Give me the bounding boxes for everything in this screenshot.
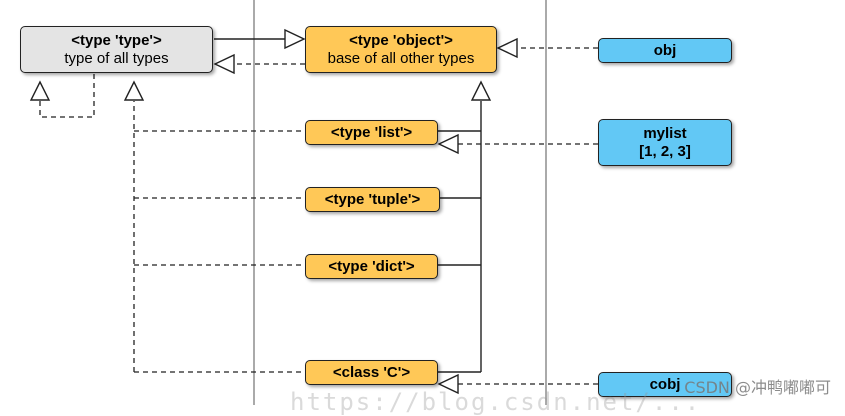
node-class-c-title: <class 'C'>: [332, 363, 411, 381]
node-mylist-title: mylist: [643, 124, 687, 142]
node-class-c: <class 'C'>: [305, 360, 438, 385]
node-type-type: <type 'type'> type of all types: [20, 26, 213, 73]
node-type-dict-title: <type 'dict'>: [328, 257, 415, 275]
node-type-dict: <type 'dict'>: [305, 254, 438, 279]
node-cobj: cobj: [598, 372, 732, 397]
watermark-url: https://blog.csdn.net/...: [290, 388, 702, 416]
arrowhead-object-from-trunk: [470, 80, 492, 101]
node-mylist-value: [1, 2, 3]: [639, 142, 691, 160]
node-type-object-title: <type 'object'>: [349, 31, 453, 49]
arrowhead-type-from-object: [213, 53, 235, 75]
diagram-canvas: [29, 0, 598, 405]
node-obj-title: obj: [653, 41, 677, 59]
node-type-type-title: <type 'type'>: [71, 31, 162, 49]
node-type-list-title: <type 'list'>: [330, 123, 413, 141]
arrowhead-type-self: [29, 80, 51, 101]
edge-type-self-loop: [39, 74, 95, 118]
node-type-object: <type 'object'> base of all other types: [305, 26, 497, 73]
arrowhead-list-from-mylist: [437, 133, 459, 155]
watermark-credit: CSDN @冲鸭嘟嘟可: [684, 378, 831, 397]
node-obj: obj: [598, 38, 732, 63]
arrowhead-object-from-type: [284, 28, 306, 50]
arrowhead-object-from-obj: [496, 37, 518, 59]
node-type-type-subtitle: type of all types: [64, 49, 169, 67]
arrowhead-type-from-trunk: [123, 80, 145, 101]
node-type-tuple: <type 'tuple'>: [305, 187, 440, 212]
node-cobj-title: cobj: [649, 375, 681, 393]
node-type-tuple-title: <type 'tuple'>: [324, 190, 421, 208]
arrowhead-classc-from-cobj: [437, 373, 459, 395]
node-type-object-subtitle: base of all other types: [327, 49, 475, 67]
node-mylist: mylist [1, 2, 3]: [598, 119, 732, 166]
node-type-list: <type 'list'>: [305, 120, 438, 145]
